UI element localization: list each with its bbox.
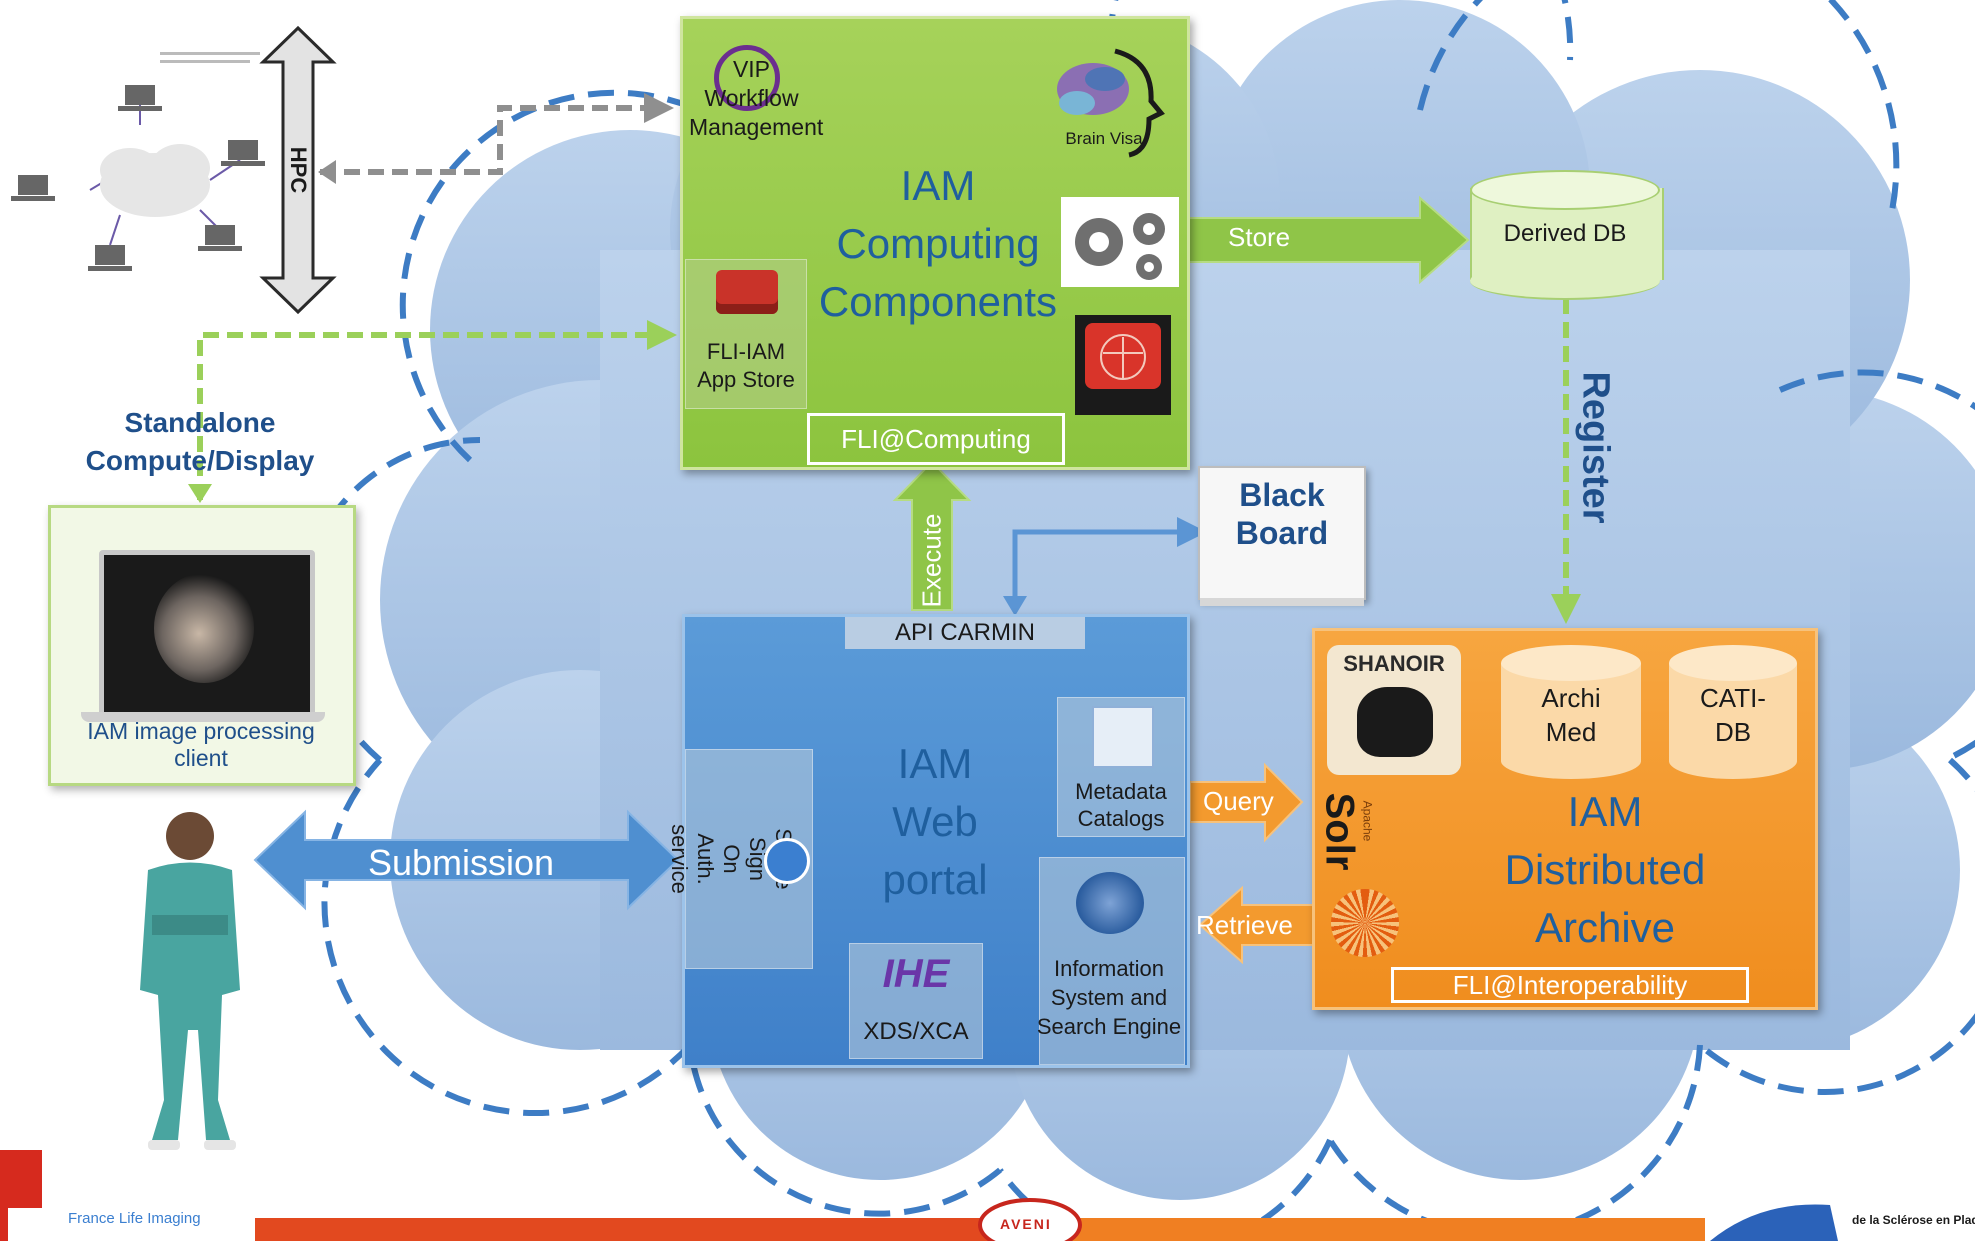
derived-db-cylinder[interactable]: Derived DB [1470,170,1664,300]
execute-label: Execute [916,513,947,607]
execute-arrow [892,460,972,611]
laptop-icon [99,550,315,720]
iam-web-portal-box[interactable]: API CARMIN IAM Web portal Single Sign On… [667,614,1190,1068]
vip-logo-ring-icon [714,45,780,111]
register-label: Register [1574,370,1617,524]
query-label: Query [1203,786,1274,816]
computing-title: IAM Computing Components [818,162,1058,325]
footer-left-text: France Life Imaging [68,1210,201,1227]
footer-logo-circle [978,1198,1082,1241]
blackboard-icon[interactable]: Black Board [1198,466,1366,606]
submission-arrow [253,809,680,911]
retrieve-label: Retrieve [1196,910,1293,940]
store-label: Store [1228,222,1291,252]
lock-icon [764,838,810,884]
submission-label: Submission [368,842,555,883]
blackboard-connector-head [1003,596,1027,616]
ihe-logo: IHE [882,952,950,996]
solr-logo: Solr Apache [1315,781,1405,961]
app-store-panel[interactable]: FLI-IAM App Store [685,259,807,409]
cati-db-cylinder[interactable]: CATI- DB [1669,645,1797,779]
iam-computing-components-box[interactable]: VIP Workflow Management Brain Visa IAM C… [680,16,1190,470]
blackboard-connector [1012,517,1207,612]
laptop-base [81,712,325,722]
archimed-cylinder[interactable]: Archi Med [1501,645,1641,779]
vitruvian-app-icon [1075,315,1171,415]
cat-icon [1357,687,1433,757]
hpc-return-arrowhead [318,160,336,184]
standalone-arrowhead [188,484,212,503]
retrieve-arrow [1198,885,1321,965]
web-portal-title: IAM Web portal [882,740,988,903]
hpc-to-vip-connector [320,93,674,175]
shanoir-logo: SHANOIR [1327,645,1461,775]
api-carmin-bar: API CARMIN [845,617,1085,649]
solr-sun-icon [1331,889,1399,957]
binoculars-icon [1076,872,1144,934]
brain-visa-icon: Brain Visa [1045,41,1175,171]
metadata-catalogs-panel[interactable]: Metadata Catalogs [1057,697,1185,837]
network-cloud-icon [11,52,265,271]
doctor-figure [140,812,240,1150]
toolbox-icon [716,270,778,314]
catalog-icon [1092,706,1154,768]
xds-xca-panel[interactable]: IHE XDS/XCA [849,943,983,1059]
image-processing-client-box[interactable]: IAM image processing client [48,505,356,786]
information-system-panel[interactable]: Information System and Search Engine [1037,857,1185,1065]
store-arrow [1179,195,1470,285]
sso-panel[interactable]: Single Sign On Auth. service [667,749,813,969]
hpc-double-arrow [259,25,337,315]
footer-right-text: de la Sclérose en Plaq [1852,1213,1975,1227]
gears-icon [1061,197,1179,287]
archive-title: IAM Distributed Archive [1504,788,1706,951]
footer-bar-left-edge [0,1150,42,1208]
iam-distributed-archive-box[interactable]: SHANOIR Archi Med CATI- DB Solr Apache [1312,628,1818,1010]
vip-workflow-label[interactable]: VIP Workflow Management [689,45,823,142]
footer-right-logo [1710,1204,1838,1241]
standalone-to-appstore-connector [197,320,677,500]
footer-center-text: AVENI [1000,1216,1052,1232]
standalone-label: Standalone Compute/Display [85,407,315,476]
hpc-label: HPC [285,146,311,194]
query-arrow [1189,762,1304,843]
fli-computing-footer: FLI@Computing [807,413,1065,465]
fli-interoperability-footer: FLI@Interoperability [1391,967,1749,1003]
